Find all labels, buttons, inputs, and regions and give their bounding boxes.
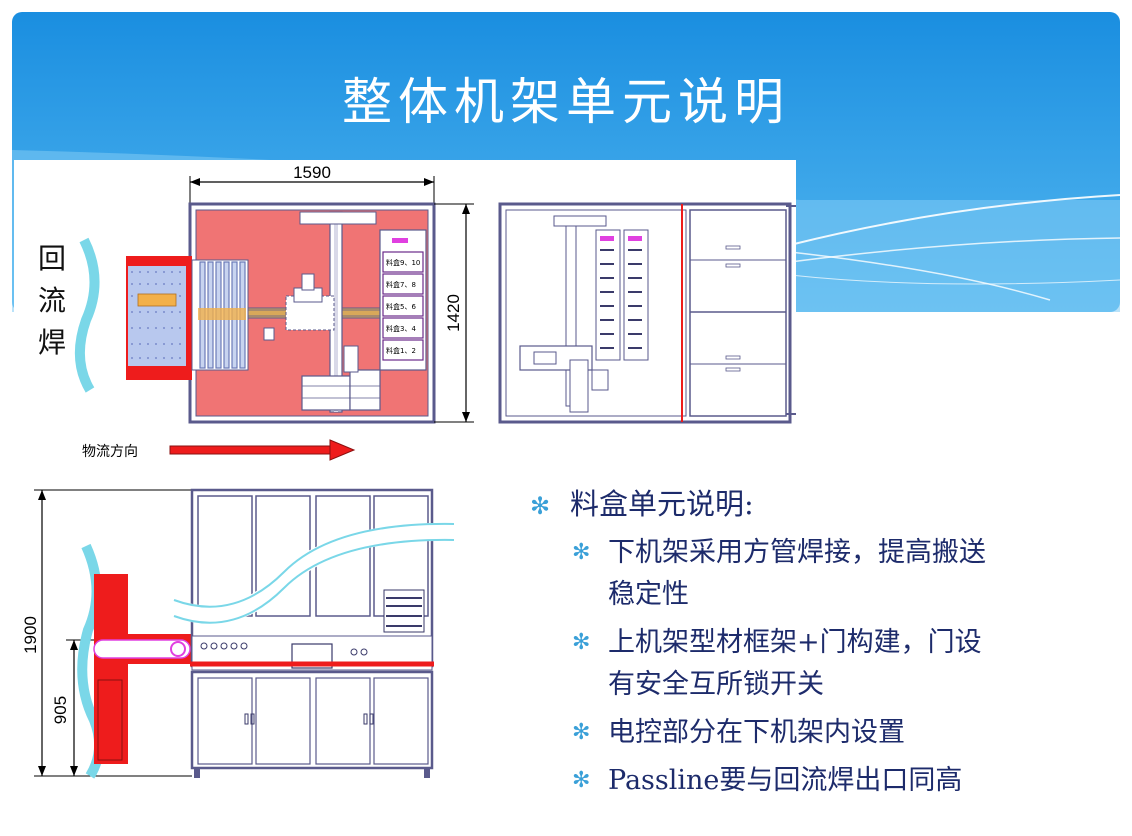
machine-drawing: 1590 1420 — [21, 163, 796, 779]
drawing-panel: 1590 1420 — [14, 160, 796, 836]
dim-total-height: 1900 — [21, 616, 40, 654]
flow-direction: 物流方向 — [82, 439, 356, 461]
bullet-star-icon: ✻ — [572, 540, 591, 565]
box-label-5: 料盒1、2 — [386, 346, 416, 355]
top-view: 1590 1420 — [74, 163, 474, 424]
reflow-char-3: 焊 — [38, 326, 67, 359]
bullet-sub-2-line2: 有安全互所锁开关 — [608, 669, 824, 700]
box-label-4: 料盒3、4 — [386, 324, 416, 333]
bullet-list: ✻ 料盒单元说明: ✻ 下机架采用方管焊接，提高搬送 稳定性 ✻ 上机架型材框架… — [530, 482, 1120, 802]
reflow-label: 回 流 焊 — [38, 238, 66, 364]
bullet-sub-2-line1: 上机架型材框架+门构建，门设 — [608, 627, 982, 658]
bullet-sub-1-line2: 稳定性 — [608, 579, 689, 610]
bullet-sub-1: ✻ 下机架采用方管焊接，提高搬送 稳定性 — [530, 532, 1120, 616]
slide-title: 整体机架单元说明 — [342, 73, 790, 131]
bullet-sub-2: ✻ 上机架型材框架+门构建，门设 有安全互所锁开关 — [530, 622, 1120, 706]
box-label-group: 料盒9、10 料盒7、8 料盒5、6 料盒3、4 料盒1、2 — [382, 251, 424, 361]
bullet-main: ✻ 料盒单元说明: — [530, 482, 1120, 526]
side-view — [498, 202, 796, 424]
reflow-char-2: 流 — [38, 284, 67, 317]
dim-depth-label: 1420 — [444, 294, 463, 332]
bullet-sub-4: ✻ Passline要与回流焊出口同高 — [530, 760, 1120, 802]
bullet-star-icon: ✻ — [572, 720, 591, 745]
dim-width-label: 1590 — [293, 163, 331, 182]
box-label-2: 料盒7、8 — [386, 280, 416, 289]
front-view: 1900 905 — [21, 488, 455, 779]
bullet-sub-3: ✻ 电控部分在下机架内设置 — [530, 712, 1120, 754]
bullet-sub-3-line1: 电控部分在下机架内设置 — [608, 717, 905, 748]
dim-pass-height: 905 — [51, 696, 70, 724]
bullet-main-text: 料盒单元说明: — [570, 487, 754, 521]
bullet-star-icon: ✻ — [572, 768, 591, 793]
bullet-sub-1-line1: 下机架采用方管焊接，提高搬送 — [608, 537, 986, 568]
box-label-1: 料盒9、10 — [386, 258, 420, 267]
bullet-star-icon: ✻ — [530, 492, 551, 520]
reflow-char-1: 回 — [38, 242, 67, 275]
bullet-star-icon: ✻ — [572, 630, 591, 655]
flow-label: 物流方向 — [82, 444, 138, 460]
bullet-sub-4-line1: Passline要与回流焊出口同高 — [608, 765, 963, 796]
box-label-3: 料盒5、6 — [386, 302, 416, 311]
